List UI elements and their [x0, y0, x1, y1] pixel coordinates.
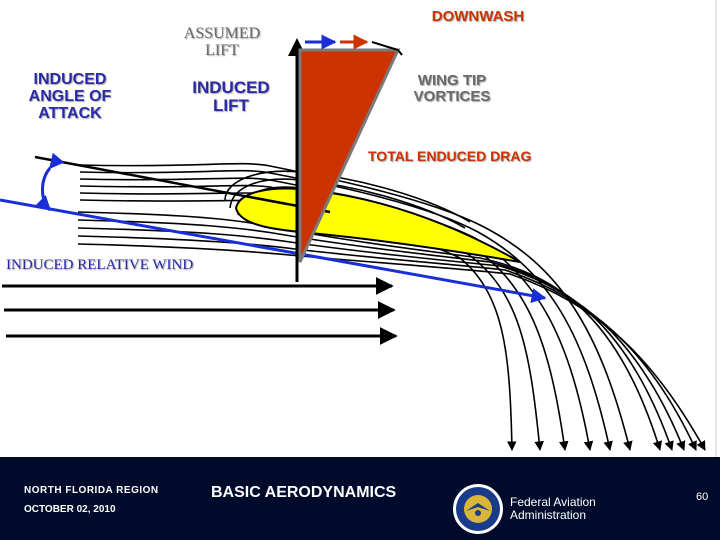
- footer-bar: NORTH FLORIDA REGION OCTOBER 02, 2010 BA…: [0, 457, 720, 540]
- induced-angle-label: INDUCED ANGLE OF ATTACK: [28, 71, 112, 122]
- assumed-lift-label: ASSUMED LIFT: [183, 25, 261, 59]
- footer-date: OCTOBER 02, 2010: [24, 504, 116, 515]
- induced-relative-wind-line: [0, 198, 547, 303]
- footer-title: BASIC AERODYNAMICS: [211, 484, 397, 501]
- page-number: 60: [696, 491, 709, 503]
- footer-agency-line1: Federal Aviation: [510, 495, 596, 509]
- induced-relative-wind-label: INDUCED RELATIVE WIND: [6, 257, 194, 273]
- induced-drag-diagram: [0, 0, 717, 457]
- downwash-label: DOWNWASH: [431, 8, 525, 25]
- induced-lift-label: INDUCED LIFT: [192, 78, 270, 115]
- wing-tip-vortices-label: WING TIP VORTICES: [413, 72, 491, 105]
- footer-region: NORTH FLORIDA REGION: [24, 485, 159, 496]
- footer-agency-line2: Administration: [510, 508, 587, 522]
- induced-lift-triangle: [298, 48, 401, 263]
- chord-reference-line: [34, 155, 331, 214]
- total-induced-drag-label: TOTAL ENDUCED DRAG: [368, 148, 532, 164]
- relative-wind-arrows: [2, 277, 398, 345]
- faa-seal-logo: [453, 484, 503, 534]
- downwash-indicators: [305, 34, 403, 56]
- induced-angle-arc: [35, 152, 65, 212]
